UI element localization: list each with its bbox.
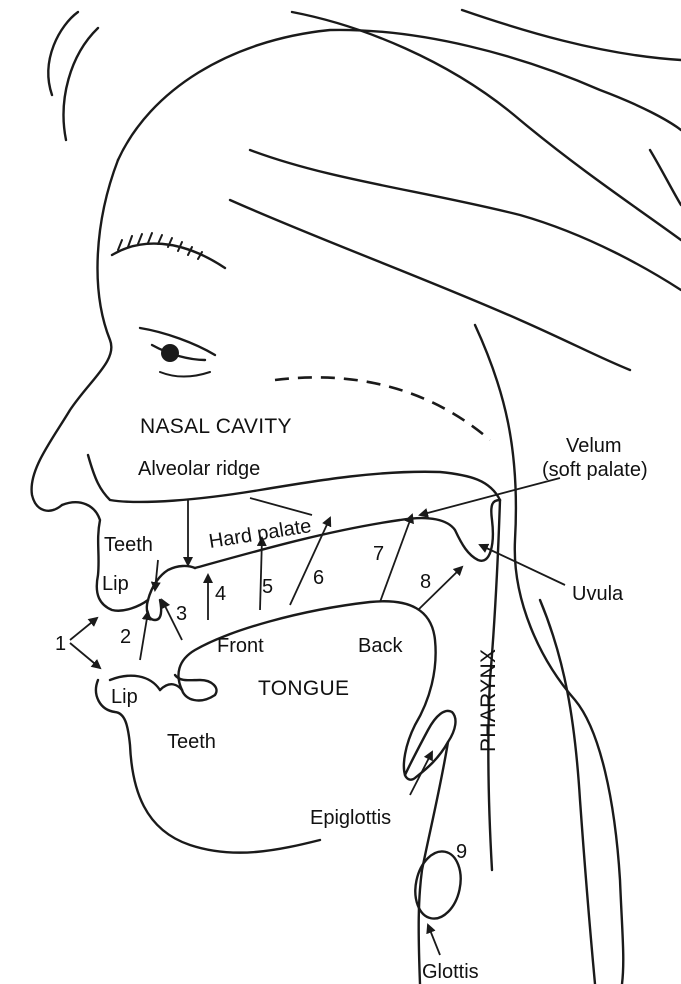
number-1: 1 [55,633,66,655]
label-teeth-lower: Teeth [167,731,216,753]
label-teeth-upper: Teeth [104,534,153,556]
label-epiglottis: Epiglottis [310,807,391,829]
number-7: 7 [373,543,384,565]
label-soft-palate: (soft palate) [542,459,648,481]
number-2: 2 [120,626,131,648]
label-nasal-cavity: NASAL CAVITY [140,415,292,438]
label-pharynx: PHARYNX [477,649,500,752]
number-3: 3 [176,603,187,625]
number-9: 9 [456,841,467,863]
label-lip-lower: Lip [111,686,138,708]
label-lip-upper: Lip [102,573,129,595]
label-front: Front [217,635,264,657]
number-4: 4 [215,583,226,605]
hair-lines [48,10,681,370]
label-glottis: Glottis [422,961,479,983]
label-velum: Velum [566,435,622,457]
number-6: 6 [313,567,324,589]
label-uvula: Uvula [572,583,624,605]
label-hard-palate: Hard palate [207,515,313,553]
label-alveolar-ridge: Alveolar ridge [138,458,260,480]
number-8: 8 [420,571,431,593]
label-tongue: TONGUE [258,677,349,700]
label-back: Back [358,635,403,657]
number-5: 5 [262,576,273,598]
velum-dashed-line [275,377,490,440]
